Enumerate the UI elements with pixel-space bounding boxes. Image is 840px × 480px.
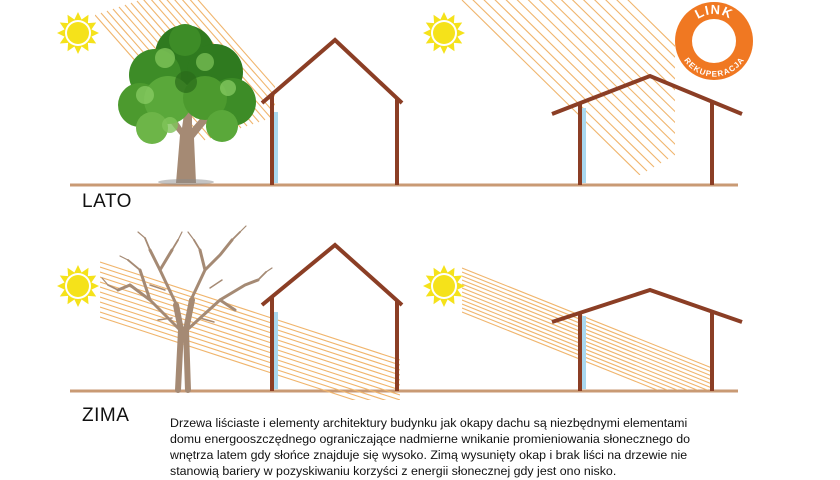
sun-icon xyxy=(423,265,465,307)
sun-icon xyxy=(57,265,99,307)
season-label-summer: LATO xyxy=(82,191,132,212)
caption: Drzewa liściaste i elementy architektury… xyxy=(170,415,770,479)
gable-house-winter xyxy=(260,242,404,391)
bare-tree-icon xyxy=(101,225,273,393)
gable-house-summer xyxy=(260,37,404,185)
season-label-winter: ZIMA xyxy=(82,405,130,426)
leafy-tree-icon xyxy=(118,24,256,185)
eave-house-winter xyxy=(551,287,743,391)
caption-line: wnętrza latem gdy słońce znajduje się wy… xyxy=(170,448,688,462)
caption-line: domu energooszczędnego ograniczające nad… xyxy=(170,432,691,446)
sun-rays-summer-eave xyxy=(461,0,675,175)
sun-rays-winter-eave xyxy=(462,267,713,390)
sun-icon xyxy=(57,12,99,54)
eave-house-summer xyxy=(551,73,743,185)
link-rekuperacja-logo: LINK REKUPERACJA xyxy=(675,2,753,80)
caption-line: Drzewa liściaste i elementy architektury… xyxy=(170,416,688,430)
sun-rays-winter-tree xyxy=(100,261,400,400)
sun-icon xyxy=(423,12,465,54)
caption-line: stanowią bariery w pozyskiwaniu korzyści… xyxy=(170,464,617,478)
